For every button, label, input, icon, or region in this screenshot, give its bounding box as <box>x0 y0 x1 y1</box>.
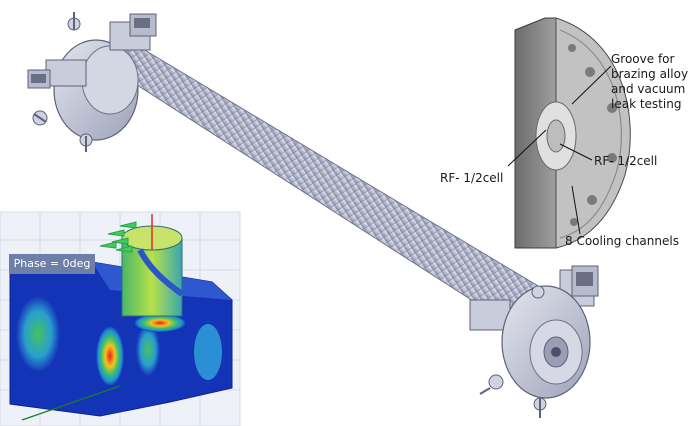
rf-half-cell-left-label: RF- 1/2cell <box>440 171 504 185</box>
phase-label: Phase = 0deg <box>9 254 95 274</box>
field-simulation-inset <box>0 211 241 426</box>
groove-callout: Groove for brazing alloy and vacuum leak… <box>611 52 688 112</box>
upper-left-coupler <box>27 12 157 152</box>
cooling-channels-label: 8 Cooling channels <box>565 234 679 248</box>
rf-half-cell-right-label: RF- 1/2cell <box>594 154 658 168</box>
callout-lines <box>507 65 612 235</box>
groove-callout-line-1: Groove for <box>611 52 675 66</box>
groove-callout-line-2: brazing alloy <box>611 67 688 81</box>
lower-right-coupler <box>469 265 599 418</box>
groove-callout-line-3: and vacuum <box>611 82 686 96</box>
groove-callout-line-4: leak testing <box>611 97 682 111</box>
